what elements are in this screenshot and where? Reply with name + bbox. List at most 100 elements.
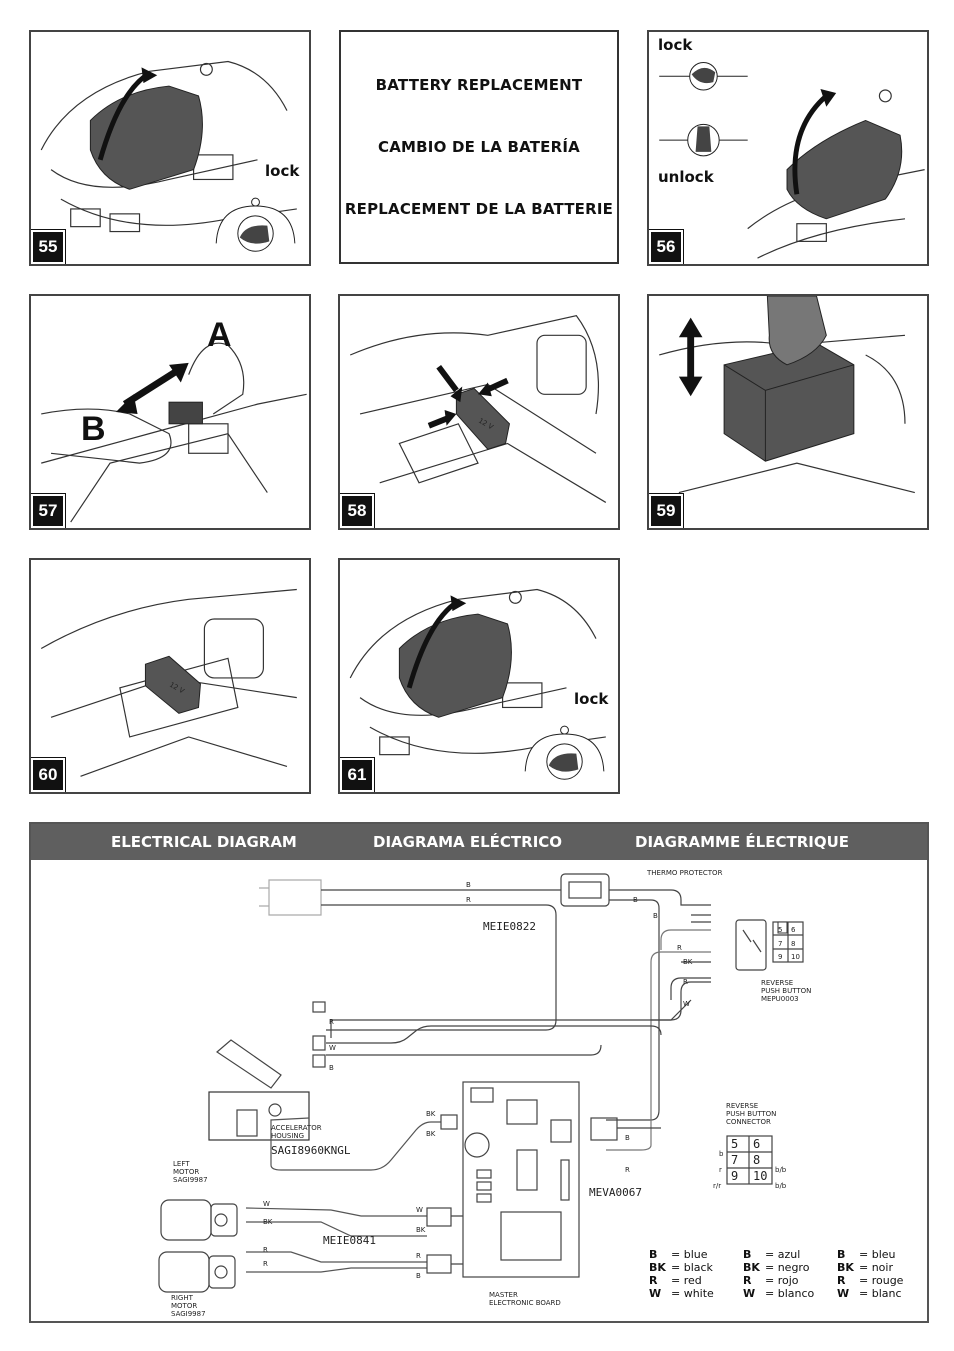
step-58-number: 58 (340, 493, 375, 528)
connector-pin-6: 6 (753, 1137, 760, 1151)
accelerator-label-2: HOUSING (271, 1132, 304, 1140)
wire-bk-left-motor: BK (263, 1218, 273, 1226)
master-board-label-2: ELECTRONIC BOARD (489, 1299, 561, 1307)
header-english: ELECTRICAL DIAGRAM (111, 833, 297, 851)
left-motor-label-3: SAGI9987 (173, 1176, 208, 1184)
board-pin-labels: 5 6 7 8 9 10 (778, 926, 800, 961)
connector-pin-10: 10 (753, 1169, 767, 1183)
wire-bk-switch: BK (683, 958, 693, 966)
switch-pin-5: 5 (778, 926, 782, 934)
wire-b-thermo-1: B (633, 896, 638, 904)
title-french: REPLACEMENT DE LA BATTERIE (344, 200, 614, 218)
reverse-label-3: MEPU0003 (761, 995, 799, 1003)
connector-label-3: CONNECTOR (726, 1118, 771, 1126)
legend-spanish: B= azul BK= negro R= rojo W= blanco (743, 1248, 815, 1300)
wire-r-right-motor-1: R (263, 1246, 268, 1254)
step-58-illustration: 12 V (349, 315, 607, 503)
step-61-lock-label: lock (574, 690, 609, 708)
step-55-lock-label: lock (265, 162, 300, 180)
step-57-illustration (41, 342, 307, 523)
connector-wire-rr: r/r (713, 1182, 721, 1190)
step-60-number: 60 (31, 757, 66, 792)
switch-pin-9: 9 (778, 953, 782, 961)
wire-b-top: B (466, 881, 471, 889)
legend-english: B= blue BK= black R= red W= white (649, 1248, 714, 1300)
switch-pin-10: 10 (791, 953, 800, 961)
left-motor-label-1: LEFT (173, 1160, 190, 1168)
step-55-panel: lock 55 (29, 30, 311, 266)
right-motor-label-1: RIGHT (171, 1294, 194, 1302)
accelerator-code: SAGI8960KNGL (271, 1144, 351, 1157)
step-59-panel: 59 (647, 294, 929, 530)
step-59-number: 59 (649, 493, 684, 528)
reverse-label-2: PUSH BUTTON (761, 987, 811, 995)
connector-pin-9: 9 (731, 1169, 738, 1183)
wire-w-board: W (416, 1206, 423, 1214)
switch-pin-7: 7 (778, 940, 782, 948)
wire-r-board: R (625, 1166, 630, 1174)
wire-b-board: B (625, 1134, 630, 1142)
wire-r-pedal: R (329, 1018, 334, 1026)
switch-pin-6: 6 (791, 926, 796, 934)
connector-wire-bb-1: b/b (775, 1166, 787, 1174)
electrical-diagram-header: ELECTRICAL DIAGRAM DIAGRAMA ELÉCTRICO DI… (31, 824, 927, 860)
wire-bk-accel-2: BK (426, 1130, 436, 1138)
title-spanish: CAMBIO DE LA BATERÍA (378, 138, 580, 156)
wire-r-top: R (466, 896, 471, 904)
step-59-illustration (659, 296, 915, 494)
step-60-panel: 12 V 60 (29, 558, 311, 794)
thermo-protector-label: THERMO PROTECTOR (646, 869, 723, 877)
connector-pin-7: 7 (731, 1153, 738, 1167)
step-56-unlock-label: unlock (658, 168, 714, 186)
connector-label-1: REVERSE (726, 1102, 758, 1110)
step-57-panel: A B 57 (29, 294, 311, 530)
electrical-diagram-section: ELECTRICAL DIAGRAM DIAGRAMA ELÉCTRICO DI… (29, 822, 929, 1323)
meie0822-label: MEIE0822 (483, 920, 536, 933)
step-58-panel: 12 V 58 (338, 294, 620, 530)
meva0067-label: MEVA0067 (589, 1186, 642, 1199)
step-60-illustration: 12 V (40, 588, 297, 777)
left-motor-label-2: MOTOR (173, 1168, 199, 1176)
wire-r-board-2: R (416, 1252, 421, 1260)
battery-replacement-title-box: BATTERY REPLACEMENT CAMBIO DE LA BATERÍA… (339, 30, 619, 264)
wire-bk-accel-1: BK (426, 1110, 436, 1118)
wire-r-right-motor-2: R (263, 1260, 268, 1268)
wire-w-switch: W (683, 1000, 690, 1008)
step-56-number: 56 (649, 229, 684, 264)
step-57-label-a: A (207, 316, 232, 354)
header-french: DIAGRAMME ÉLECTRIQUE (635, 833, 850, 851)
connector-label-2: PUSH BUTTON (726, 1110, 776, 1118)
wire-b-pedal: B (329, 1064, 334, 1072)
wire-r-switch-1: R (677, 944, 682, 952)
step-56-lock-label: lock (658, 36, 693, 54)
step-56-panel: lock unlock 56 (647, 30, 929, 266)
master-board-label-1: MASTER (489, 1291, 518, 1299)
connector-wire-r: r (719, 1166, 722, 1174)
reverse-label-1: REVERSE (761, 979, 793, 987)
connector-wire-b: b (719, 1150, 724, 1158)
step-61-panel: lock 61 (338, 558, 620, 794)
header-spanish: DIAGRAMA ELÉCTRICO (373, 833, 563, 851)
title-english: BATTERY REPLACEMENT (375, 76, 583, 94)
legend-french: B= bleu BK= noir R= rouge W= blanc (837, 1248, 904, 1300)
step-57-label-b: B (81, 410, 106, 448)
connector-pin-8: 8 (753, 1153, 760, 1167)
step-61-illustration (349, 588, 606, 780)
step-55-illustration (40, 60, 297, 252)
wire-w-pedal: W (329, 1044, 336, 1052)
switch-pin-8: 8 (791, 940, 795, 948)
step-55-number: 55 (31, 229, 66, 264)
wire-w-left-motor: W (263, 1200, 270, 1208)
wiring-schematic: 5 6 7 8 9 10 5 6 7 8 9 10 THERMO PROTECT… (158, 869, 811, 1318)
wire-b-board-2: B (416, 1272, 421, 1280)
wire-r-switch-2: R (683, 978, 688, 986)
step-57-number: 57 (31, 493, 66, 528)
step-56-illustration (659, 61, 925, 259)
connector-wire-bb-2: b/b (775, 1182, 787, 1190)
right-motor-label-2: MOTOR (171, 1302, 197, 1310)
right-motor-label-3: SAGI9987 (171, 1310, 206, 1318)
connector-pin-5: 5 (731, 1137, 738, 1151)
wire-b-thermo-2: B (653, 912, 658, 920)
accelerator-label-1: ACCELERATOR (271, 1124, 322, 1132)
meie0841-label: MEIE0841 (323, 1234, 376, 1247)
